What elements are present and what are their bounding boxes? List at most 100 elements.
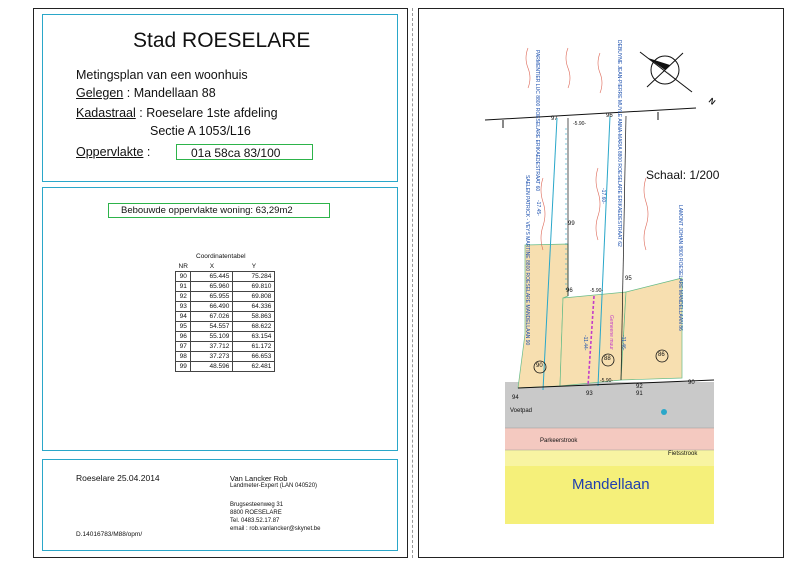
page-title: Stad ROESELARE — [133, 29, 311, 52]
point-94: 94 — [512, 395, 519, 401]
bike-band — [505, 450, 714, 466]
point-92: 92 — [636, 384, 643, 390]
owner-right: LAMONT JOHAN 8800 ROESELARE MANDELLAAN 8… — [677, 205, 683, 331]
point-95: 95 — [625, 276, 632, 282]
title-panel — [42, 14, 398, 182]
coord-nr-cell: 90 — [174, 271, 192, 282]
location-line: Gelegen : Mandellaan 88 — [76, 86, 216, 100]
dim-left: -17.45- — [535, 200, 541, 216]
point-93: 93 — [586, 391, 593, 397]
cadastral-value: Roeselare 1ste afdeling — [146, 106, 278, 120]
data-panel — [42, 187, 398, 451]
coord-nr-cell: 94 — [174, 311, 192, 322]
coord-nr-cell: 92 — [174, 291, 192, 302]
house-marker-90 — [533, 360, 547, 374]
area-line: Oppervlakte : — [76, 145, 151, 159]
street-name: Mandellaan — [572, 476, 650, 493]
col-header-x: X — [209, 263, 215, 270]
point-91: 91 — [636, 391, 643, 397]
cadastral-label: Kadastraal — [76, 106, 136, 120]
coord-nr-cell: 99 — [174, 361, 192, 372]
north-arrow-icon — [639, 51, 693, 93]
coord-y-cell: 61.172 — [232, 341, 276, 352]
coord-x-cell: 65.960 — [190, 281, 234, 292]
plan-sheet — [418, 8, 784, 558]
cadastral-line: Kadastraal : Roeselare 1ste afdeling — [76, 106, 278, 120]
coord-x-cell: 48.596 — [190, 361, 234, 372]
sheet-divider — [412, 8, 413, 558]
coord-x-cell: 55.109 — [190, 331, 234, 342]
footpath-band — [505, 382, 714, 428]
coord-y-cell: 63.154 — [232, 331, 276, 342]
surveyor-name: Van Lancker Rob — [230, 474, 288, 483]
dim-mid: -5.90- — [590, 288, 604, 294]
built-area-box: Bebouwde oppervlakte woning: 63,29m2 — [108, 203, 330, 218]
point-96: 96 — [566, 288, 573, 294]
surveyor-address1: Brugsesteenweg 31 — [230, 502, 284, 508]
coord-y-cell: 69.808 — [232, 291, 276, 302]
area-box: 01a 58ca 83/100 — [176, 144, 313, 160]
location-value: Mandellaan 88 — [133, 86, 216, 100]
area-label: Oppervlakte — [76, 145, 144, 159]
coord-y-cell: 69.810 — [232, 281, 276, 292]
footpath-label: Voetpad — [510, 408, 533, 414]
point-99: 99 — [568, 221, 575, 227]
coord-y-cell: 68.622 — [232, 321, 276, 332]
dim-top: -5.90- — [573, 121, 587, 127]
coord-y-cell: 62.481 — [232, 361, 276, 372]
coord-nr-cell: 93 — [174, 301, 192, 312]
coord-nr-cell: 95 — [174, 321, 192, 332]
party-wall-label: Gemeene muur — [608, 315, 614, 350]
built-area-text: Bebouwde oppervlakte woning: 63,29m2 — [121, 205, 293, 216]
owner-left: SAELEN PATRICK - VEYS MARTINE 8800 ROESE… — [524, 175, 530, 346]
bike-label: Fietsstrook — [668, 451, 698, 457]
footer-ref: D.14016783/M88/opm/ — [76, 531, 143, 538]
house-number-86: 86 — [658, 352, 665, 358]
point-96-top: 96 — [606, 113, 613, 119]
scale-label: Schaal: 1/200 — [646, 168, 720, 182]
parking-band — [505, 428, 714, 450]
site-plan — [484, 47, 715, 524]
house-marker-88 — [601, 353, 615, 367]
coord-y-cell: 58.863 — [232, 311, 276, 322]
coord-table-title: Coordinatentabel — [196, 253, 246, 260]
surveyor-title: Landmeter-Expert (LAN 040520) — [230, 483, 318, 489]
col-header-nr: NR — [178, 263, 188, 270]
house-number-90: 90 — [536, 363, 543, 369]
coord-x-cell: 54.557 — [190, 321, 234, 332]
point-90: 90 — [688, 380, 695, 386]
coord-x-cell: 66.490 — [190, 301, 234, 312]
surveyor-email: email : rob.vanlancker@skynet.be — [230, 526, 321, 532]
street-band — [505, 466, 714, 524]
coord-y-cell: 64.336 — [232, 301, 276, 312]
section-line: Sectie A 1053/L16 — [150, 124, 251, 138]
coord-x-cell: 37.712 — [190, 341, 234, 352]
utility-marker-icon — [661, 409, 667, 415]
footer-date: Roeselare 25.04.2014 — [76, 473, 160, 483]
owner-top-left: PARMENTIER LUC 8800 ROESELARE ERIKAEDEST… — [534, 50, 540, 192]
coord-nr-cell: 98 — [174, 351, 192, 362]
location-label: Gelegen — [76, 86, 124, 100]
coord-table-header: NR X Y — [176, 262, 275, 272]
dim-right: -17.60- — [600, 188, 606, 204]
subtitle-line: Metingsplan van een woonhuis — [76, 68, 248, 82]
coord-x-cell: 65.955 — [190, 291, 234, 302]
coord-x-cell: 37.273 — [190, 351, 234, 362]
coord-x-cell: 67.026 — [190, 311, 234, 322]
house-marker-86 — [655, 349, 669, 363]
coord-y-cell: 66.653 — [232, 351, 276, 362]
dim-bottom: -5.90- — [600, 378, 614, 384]
house-number-88: 88 — [604, 356, 611, 362]
footer-panel — [42, 459, 398, 551]
dim-house-left: -11.44- — [582, 335, 588, 351]
